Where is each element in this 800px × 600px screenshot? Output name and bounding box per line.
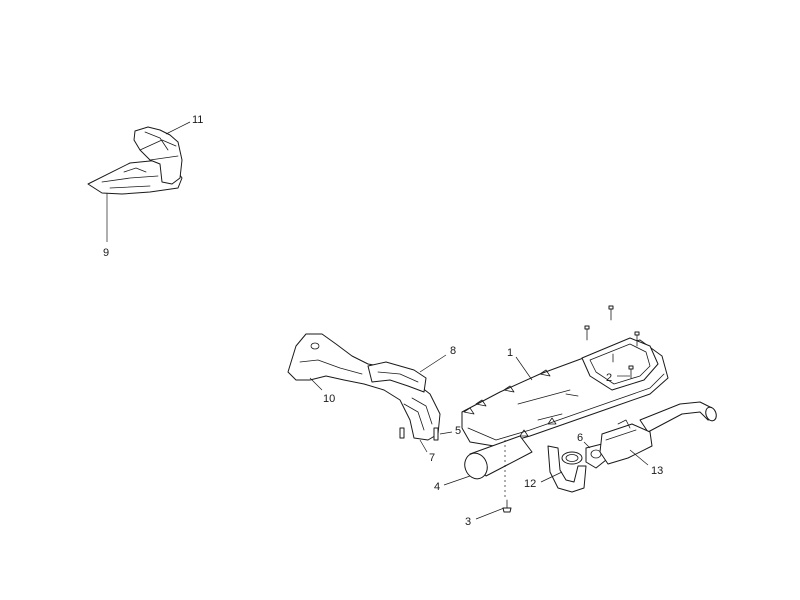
callout-6: 6 xyxy=(577,432,583,444)
tail-pipe xyxy=(639,401,717,433)
bottom-bolt xyxy=(502,499,512,513)
callout-13: 13 xyxy=(651,465,663,477)
bracket-upper-block xyxy=(133,126,183,185)
bracket-assembly xyxy=(87,126,183,195)
callout-11: 11 xyxy=(192,114,203,126)
duct-coupling-sleeve xyxy=(367,361,427,393)
callout-3: 3 xyxy=(465,516,471,528)
muffler-can xyxy=(599,423,653,465)
callout-1: 1 xyxy=(507,347,513,359)
intake-duct-assembly xyxy=(287,333,441,441)
callout-8: 8 xyxy=(450,345,456,357)
u-pipe xyxy=(547,445,587,493)
callout-10: 10 xyxy=(323,393,335,405)
callout-5: 5 xyxy=(455,425,461,437)
tail-muffler xyxy=(599,401,717,465)
panel-bolts xyxy=(584,305,640,379)
panel-bolt xyxy=(628,365,634,370)
pipe-clamp xyxy=(561,443,607,469)
exhaust-pipe-left xyxy=(464,435,533,480)
duct-bolt-right xyxy=(433,427,439,441)
main-airbox-housing xyxy=(461,337,669,447)
callout-2: 2 xyxy=(606,372,612,384)
bent-pipe xyxy=(547,445,587,493)
duct-bolt-left xyxy=(399,427,405,439)
leader-lines xyxy=(106,121,649,520)
airbox-access-panel xyxy=(581,337,659,391)
callout-9: 9 xyxy=(103,247,109,259)
callout-4: 4 xyxy=(434,481,440,493)
bracket-base-plate xyxy=(87,159,183,195)
callout-12: 12 xyxy=(524,478,536,490)
callout-7: 7 xyxy=(429,452,435,464)
callout-labels: 9 11 1 2 3 4 5 6 7 8 10 12 13 xyxy=(103,114,663,528)
